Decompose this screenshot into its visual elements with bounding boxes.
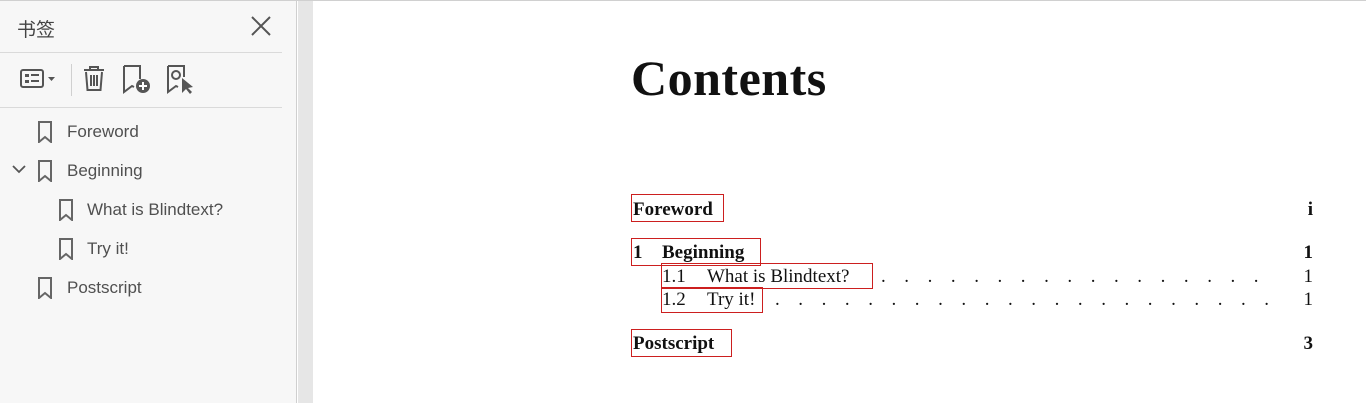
delete-bookmark-button[interactable] — [80, 63, 108, 95]
new-bookmark-icon — [123, 65, 150, 94]
toc-num-what-is-blindtext: 1.1 — [662, 266, 686, 287]
window-top-border — [0, 0, 1366, 1]
toc-num-try-it: 1.2 — [662, 289, 686, 310]
bookmark-label: Foreword — [67, 122, 139, 141]
bookmark-item-beginning[interactable]: Beginning — [0, 152, 297, 188]
close-icon — [251, 16, 271, 36]
panel-splitter[interactable] — [298, 1, 313, 403]
bookmarks-panel: 书签 — [0, 1, 297, 403]
find-bookmark-button[interactable] — [164, 63, 198, 95]
bookmark-label: Try it! — [87, 239, 129, 258]
toc-link-beginning[interactable] — [631, 238, 761, 266]
bookmarks-toolbar — [0, 53, 282, 107]
toc-entry-foreword: Foreword — [633, 199, 713, 220]
bookmark-icon — [38, 277, 52, 299]
options-menu-button[interactable] — [18, 63, 58, 95]
toc-entry-what-is-blindtext: What is Blindtext? — [707, 266, 850, 287]
toc-num-beginning: 1 — [633, 242, 643, 263]
bookmark-icon — [59, 238, 73, 260]
bookmark-label: Beginning — [67, 161, 143, 180]
toc-page-try-it: 1 — [1303, 289, 1314, 310]
panel-divider — [0, 52, 282, 53]
toc-entry-beginning: Beginning — [662, 242, 745, 263]
close-panel-button[interactable] — [248, 13, 274, 39]
toc-link-try-it[interactable] — [661, 287, 763, 313]
toc-leader-dots: . . . . . . . . . . . . . . . . . . . . … — [775, 289, 1277, 310]
toc-link-what-is-blindtext[interactable] — [661, 263, 873, 289]
toolbar-bottom-divider — [0, 107, 282, 108]
toc-page-what-is-blindtext: 1 — [1303, 266, 1314, 287]
bookmark-icon — [38, 160, 52, 182]
panel-title: 书签 — [17, 19, 56, 41]
toc-page-postscript: 3 — [1303, 333, 1314, 354]
page-heading: Contents — [631, 50, 827, 106]
document-page: Contents Foreword i 1 Beginning 1 1.1 Wh… — [313, 1, 1366, 403]
bookmark-icon — [38, 121, 52, 143]
options-menu-icon — [20, 69, 55, 88]
toc-entry-postscript: Postscript — [633, 333, 715, 354]
chevron-down-icon[interactable] — [12, 162, 26, 176]
toc-page-foreword: i — [1307, 199, 1313, 220]
bookmark-label: What is Blindtext? — [87, 200, 224, 219]
bookmark-item-try-it[interactable]: Try it! — [0, 230, 297, 266]
bookmark-item-what-is-blindtext[interactable]: What is Blindtext? — [0, 191, 297, 227]
toc-link-postscript[interactable] — [631, 329, 732, 357]
bookmark-item-postscript[interactable]: Postscript — [0, 269, 297, 305]
bookmark-label: Postscript — [67, 278, 142, 297]
toc-link-foreword[interactable] — [631, 194, 724, 222]
toc-leader-dots: . . . . . . . . . . . . . . . . . . . . … — [881, 266, 1277, 287]
bookmark-icon — [59, 199, 73, 221]
trash-icon — [84, 66, 104, 91]
toolbar-divider — [71, 64, 72, 96]
find-bookmark-icon — [167, 65, 193, 94]
new-bookmark-button[interactable] — [120, 63, 154, 95]
bookmark-item-foreword[interactable]: Foreword — [0, 113, 297, 149]
toc-entry-try-it: Try it! — [707, 289, 756, 310]
toc-page-beginning: 1 — [1303, 242, 1314, 263]
